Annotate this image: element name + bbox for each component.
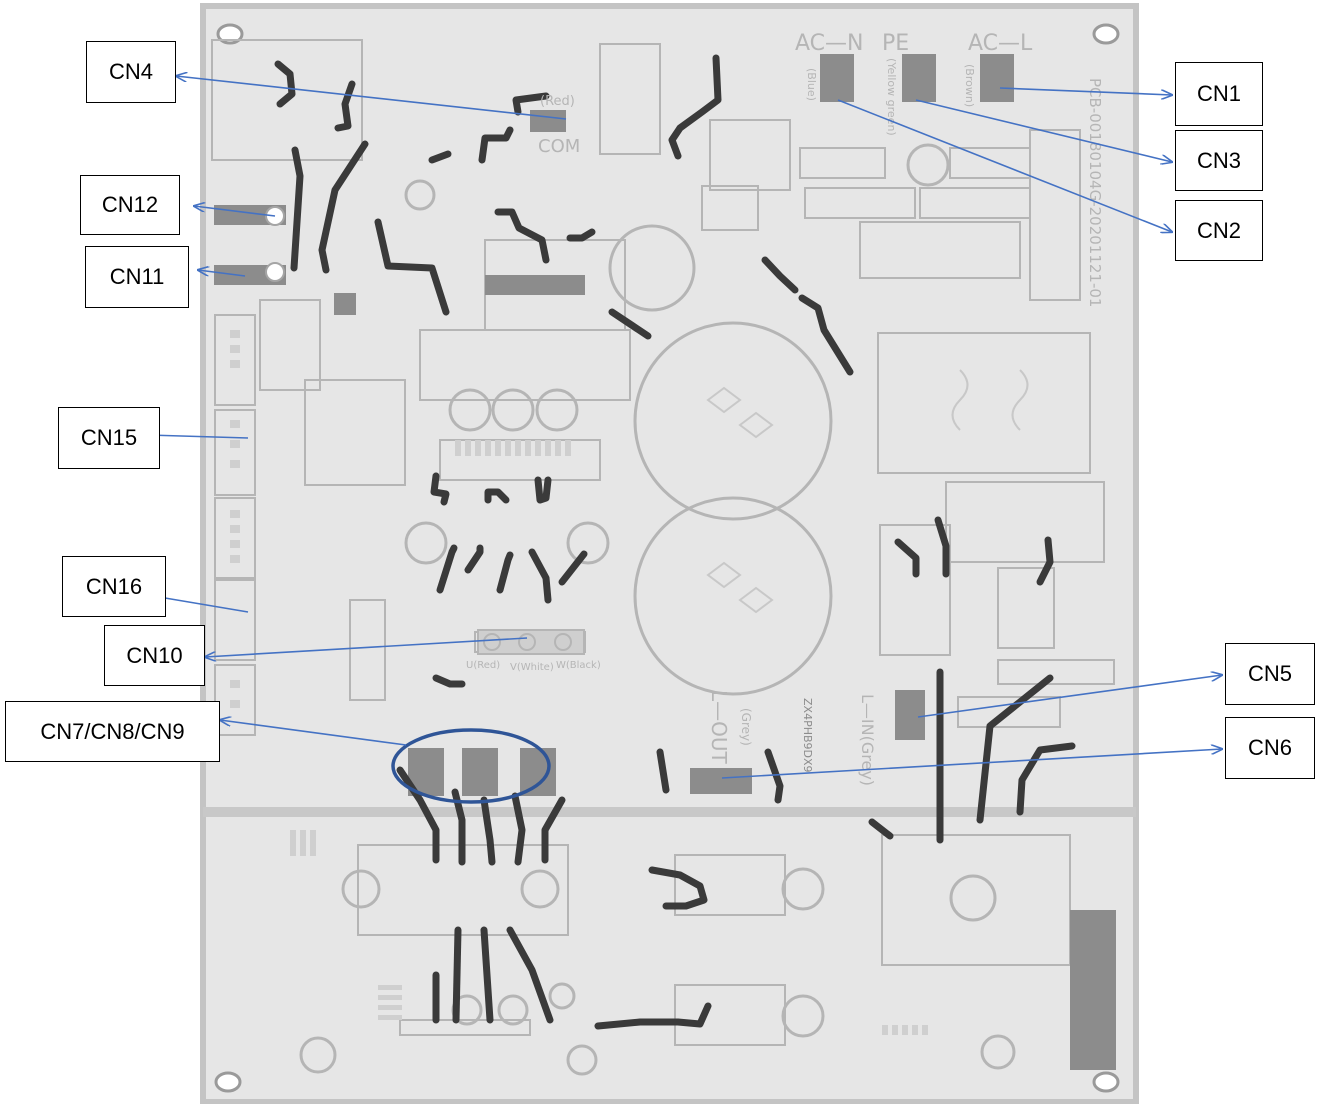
silk-v-white: V(White) <box>510 662 554 673</box>
pad-cn6 <box>690 768 752 794</box>
arrow-cn16 <box>164 597 249 613</box>
arrow-cn1 <box>999 87 1172 95</box>
silk-l-out-grey: (Grey) <box>739 708 753 746</box>
pad-transformer <box>485 275 585 295</box>
silkscreen-text: AC—N PE AC—L (Red) COM U(Red) V(White) W… <box>466 31 1033 673</box>
arrow-cn12 <box>194 206 276 217</box>
callout-arrows <box>148 76 1222 779</box>
callout-cn12: CN12 <box>80 175 180 235</box>
arrow-cn15 <box>148 435 249 438</box>
silk-com: COM <box>538 136 580 157</box>
silk-yellow-green: (Yellow green) <box>885 58 898 136</box>
silk-l-in: L—IN(Grey) <box>858 694 877 786</box>
pad-cn2 <box>820 54 854 102</box>
silk-model: ZX4PHB9DX9 <box>801 698 814 773</box>
callout-cn10: CN10 <box>104 625 205 686</box>
silk-ac-l: AC—L <box>968 31 1033 56</box>
mount-hole-top-right <box>1092 23 1120 45</box>
silk-w-black: W(Black) <box>556 660 601 671</box>
arrow-cn11 <box>198 270 246 277</box>
pad-cn4 <box>530 110 566 132</box>
silk-l-out: L—OUT <box>707 690 731 765</box>
callout-cn5: CN5 <box>1225 643 1315 705</box>
silk-cn4-red: (Red) <box>540 94 575 109</box>
pad-heatsink <box>1070 910 1116 1070</box>
silkscreen-outlines <box>211 39 1115 1046</box>
arrow-cn6 <box>721 749 1222 779</box>
pad-cn3 <box>902 54 936 102</box>
arrow-cn4 <box>176 76 567 120</box>
arrow-cn5 <box>917 675 1222 718</box>
mount-hole-bottom-right <box>1092 1071 1120 1093</box>
pad-cn1 <box>980 54 1014 102</box>
jumper-wires <box>274 54 1076 1030</box>
mount-hole-top-left <box>216 23 244 45</box>
callout-cn11: CN11 <box>85 246 189 308</box>
silk-part-number: PCB-00180104G-20201121-01 <box>1086 78 1104 307</box>
callout-cn4: CN4 <box>86 41 176 103</box>
mount-hole-bottom-left <box>214 1071 242 1093</box>
silk-brown: (Brown) <box>963 64 976 107</box>
arrow-cn3 <box>915 99 1172 162</box>
callout-cn2: CN2 <box>1175 200 1263 261</box>
callout-cn15: CN15 <box>58 407 160 469</box>
component-pads <box>230 330 928 1035</box>
silk-u-red: U(Red) <box>466 660 500 671</box>
silk-blue: (Blue) <box>805 68 818 101</box>
callout-cn3: CN3 <box>1175 130 1263 191</box>
pad-cn9 <box>520 748 556 796</box>
capacitor-polarity-marks <box>706 369 1029 614</box>
arrow-cn10 <box>205 637 528 657</box>
connector-pads <box>214 54 1116 1070</box>
callout-cn6: CN6 <box>1225 717 1315 779</box>
pad-cn5 <box>895 690 925 740</box>
pad-square <box>334 293 356 315</box>
silk-ac-n: AC—N <box>795 31 863 56</box>
cn10-header <box>477 629 585 655</box>
pad-cn8 <box>462 748 498 796</box>
arrow-cn2 <box>837 99 1172 232</box>
callout-cn1: CN1 <box>1175 62 1263 126</box>
silkscreen-rotated-text: (Blue) (Yellow green) (Brown) PCB-001801… <box>707 58 1104 786</box>
pcb-board <box>200 3 1139 1105</box>
cn7-cn8-cn9-highlight-ellipse <box>391 728 551 804</box>
silk-pe: PE <box>882 31 909 56</box>
arrow-cn7-cn8-cn9 <box>220 720 407 746</box>
callout-cn16: CN16 <box>62 556 166 617</box>
callout-cn7-cn8-cn9: CN7/CN8/CN9 <box>5 701 220 762</box>
